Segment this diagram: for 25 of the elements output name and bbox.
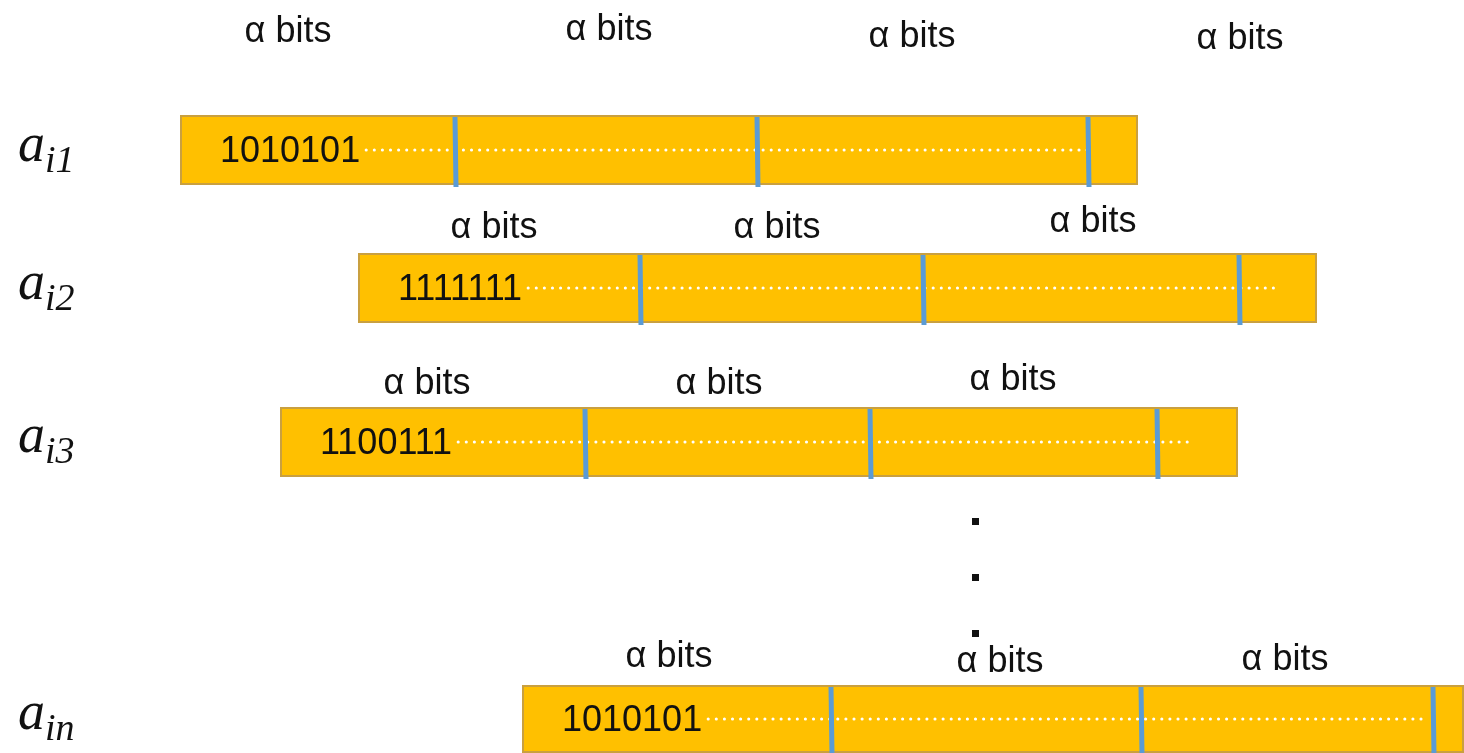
bit-string: 1111111 — [398, 270, 523, 306]
bit-width-label: α bits — [1049, 202, 1137, 238]
variable-label: a$_{i1}$ — [18, 112, 75, 174]
bit-string-bar — [522, 685, 1464, 753]
variable-label: a$_{i2}$ — [18, 250, 75, 312]
bit-width-label: α bits — [383, 364, 471, 400]
bit-string-bar — [358, 253, 1317, 323]
bit-width-label: α bits — [244, 12, 332, 48]
bit-width-label: α bits — [733, 208, 821, 244]
bit-string-bar — [280, 407, 1238, 477]
bit-string: 1010101 — [562, 701, 703, 737]
variable-label: a$_{in}$ — [18, 680, 75, 742]
bit-width-label: α bits — [1241, 640, 1329, 676]
bit-width-label: α bits — [675, 364, 763, 400]
bit-width-label: α bits — [956, 642, 1044, 678]
bit-string: 1010101 — [220, 132, 361, 168]
bit-width-label: α bits — [868, 17, 956, 53]
bit-width-label: α bits — [969, 360, 1057, 396]
bit-string-bar — [180, 115, 1138, 185]
variable-label: a$_{i3}$ — [18, 403, 75, 465]
bit-width-label: α bits — [625, 637, 713, 673]
bit-width-label: α bits — [1196, 19, 1284, 55]
bit-width-label: α bits — [565, 10, 653, 46]
bit-width-label: α bits — [450, 208, 538, 244]
bit-string: 1100111 — [320, 424, 453, 460]
